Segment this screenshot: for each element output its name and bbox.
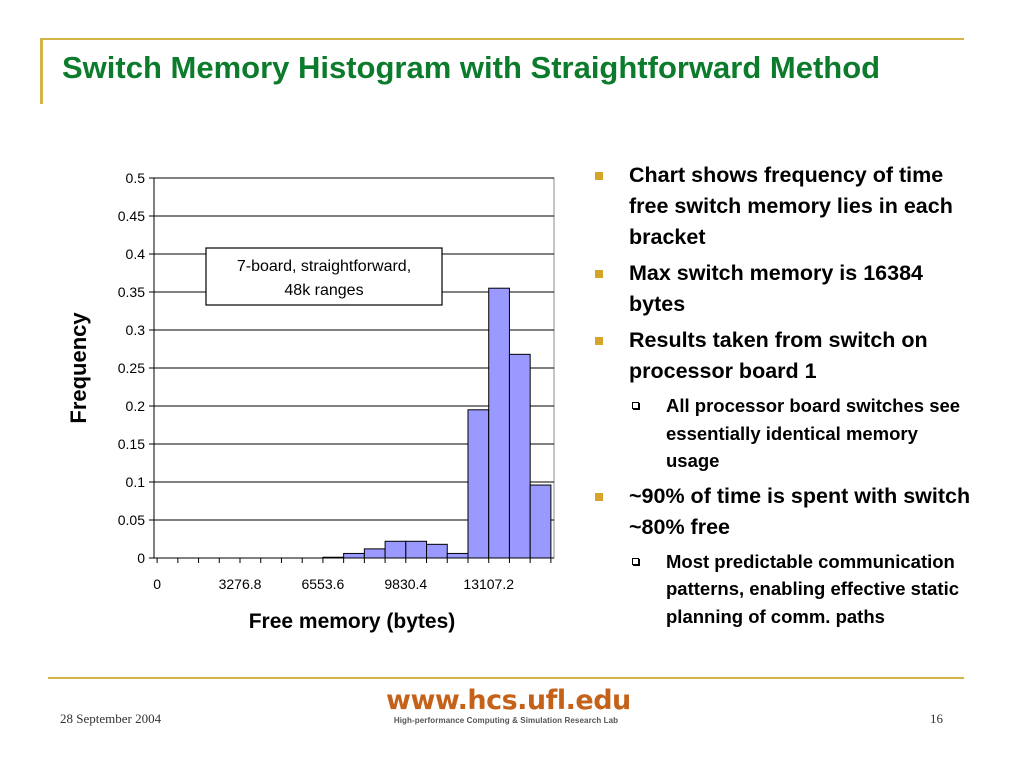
logo-url[interactable]: www.hcs.ufl.edu <box>386 685 631 716</box>
histogram-bar <box>363 548 386 559</box>
annotation-rect <box>205 247 443 306</box>
histogram-bar <box>405 540 428 559</box>
x-axis-label: Free memory (bytes) <box>249 610 456 633</box>
histogram-bar <box>446 552 469 559</box>
x-tick-label: 3276.8 <box>219 576 262 592</box>
hollow-square-bullet-icon <box>632 557 639 565</box>
x-tick-label: 6553.6 <box>301 576 344 592</box>
histogram-bar <box>508 353 531 559</box>
x-tick-label: 9830.4 <box>384 576 427 592</box>
logo-subtitle: High-performance Computing & Simulation … <box>393 716 619 725</box>
y-tick-label: 0.5 <box>126 170 146 186</box>
annotation-line-1: 7-board, straightforward, <box>237 258 411 275</box>
hollow-square-bullet-icon <box>632 402 639 409</box>
footer-divider <box>48 677 964 679</box>
bar-layer <box>322 287 552 559</box>
annotation-box: 7-board, straightforward, 48k ranges <box>205 247 443 306</box>
bullet-item: Max switch memory is 16384 bytes <box>592 258 972 320</box>
bullet-text: Results taken from switch on processor b… <box>629 328 928 383</box>
y-tick-label: 0.4 <box>126 246 146 262</box>
bullet-item: Chart shows frequency of time free switc… <box>592 160 972 253</box>
sub-bullet-text: Most predictable communication patterns,… <box>666 550 960 627</box>
sub-bullet-text: All processor board switches see essenti… <box>666 395 961 471</box>
sub-bullet-item: Most predictable communication patterns,… <box>592 548 972 631</box>
y-tick-label: 0.1 <box>126 474 146 490</box>
histogram-bar <box>467 409 490 559</box>
square-bullet-icon <box>595 337 603 345</box>
histogram-chart: 0 0.05 0.1 0.15 0.2 0.25 0.3 0.35 0.4 0.45 0.5 0 327… <box>66 170 555 633</box>
y-tick-label: 0.2 <box>126 398 146 414</box>
slide-title: Switch Memory Histogram with Straightfor… <box>62 50 881 85</box>
histogram-bar <box>488 287 510 559</box>
title-accent-horizontal <box>40 38 964 40</box>
y-tick-label: 0.15 <box>118 436 145 452</box>
square-bullet-icon <box>595 270 603 278</box>
square-bullet-icon <box>595 172 603 180</box>
y-tick-label: 0.35 <box>118 284 145 300</box>
bullet-item: Results taken from switch on processor b… <box>592 325 972 387</box>
histogram-bar <box>384 540 407 559</box>
y-axis-label: Frequency <box>66 312 91 424</box>
x-tick-label: 0 <box>153 576 161 592</box>
y-tick-label: 0.3 <box>126 322 146 338</box>
axis-layer: 0 0.05 0.1 0.15 0.2 0.25 0.3 0.35 0.4 0.45 0.5 0 327… <box>118 170 554 592</box>
bullet-list: Chart shows frequency of time free switc… <box>592 160 972 636</box>
histogram-bar <box>529 484 552 559</box>
histogram-bar <box>426 543 448 559</box>
footer-date: 28 September 2004 <box>60 711 162 726</box>
bullet-text: Chart shows frequency of time free switc… <box>629 163 953 249</box>
bullet-text: ~90% of time is spent with switch ~80% f… <box>629 483 971 539</box>
lab-logo[interactable]: www.hcs.ufl.edu High-performance Computi… <box>386 685 631 726</box>
bullet-text: Max switch memory is 16384 bytes <box>629 261 923 316</box>
annotation-line-2: 48k ranges <box>284 282 363 299</box>
page-number: 16 <box>930 711 943 726</box>
y-tick-label: 0.25 <box>118 360 145 376</box>
bullet-item: ~90% of time is spent with switch ~80% f… <box>592 481 972 543</box>
y-tick-label: 0 <box>137 550 145 566</box>
sub-bullet-item: All processor board switches see essenti… <box>592 392 972 475</box>
y-tick-label: 0.05 <box>118 512 145 528</box>
histogram-bar <box>343 552 365 559</box>
x-tick-label: 13107.2 <box>463 576 514 592</box>
title-accent-vertical <box>40 38 43 104</box>
square-bullet-icon <box>595 492 603 501</box>
y-tick-label: 0.45 <box>118 208 145 224</box>
